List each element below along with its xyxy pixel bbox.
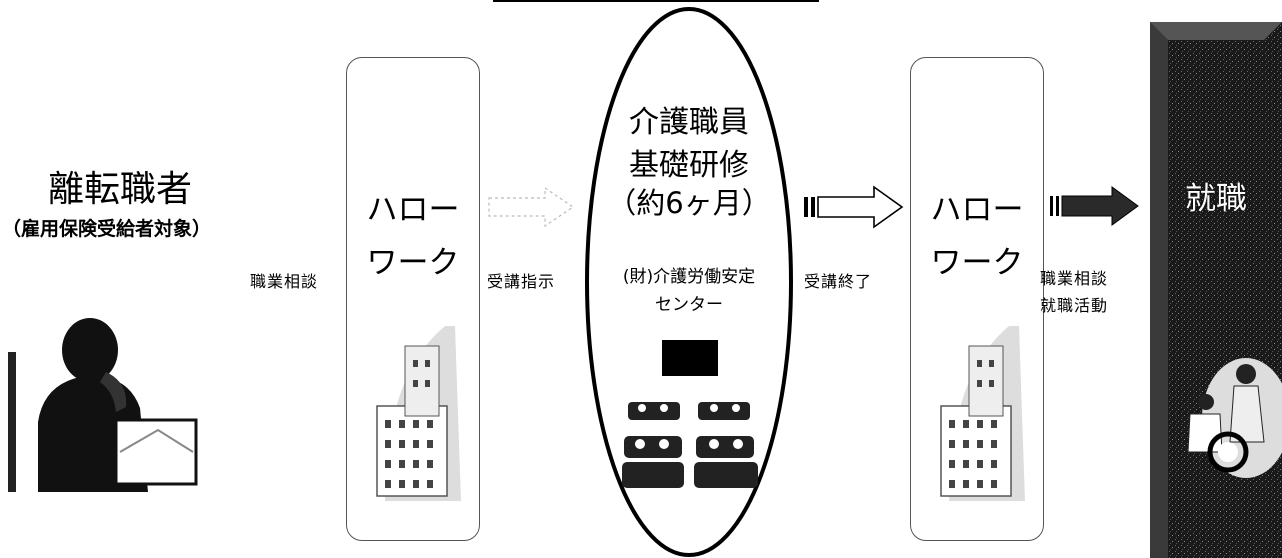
employment-label: 就職	[1185, 181, 1247, 217]
employment-panel	[1150, 22, 1282, 558]
care-worker-icon	[1187, 358, 1282, 478]
hello-work-line2: ワーク	[366, 245, 460, 281]
label-job-activity: 職業相談 就職活動	[1040, 265, 1108, 319]
training-duration: （約6ヶ月）	[607, 186, 771, 220]
arrow-right-icon	[488, 186, 575, 228]
hello-work-box-2: ハロー ワーク	[910, 57, 1044, 541]
arrow-right-icon	[1050, 186, 1139, 226]
hello-work-line1: ハロー	[366, 192, 460, 228]
label-instruct: 受講指示	[487, 272, 556, 291]
training-title-line1: 介護職員	[629, 105, 749, 140]
person-phone-icon	[8, 312, 198, 492]
hello-work-box-1: ハロー ワーク	[346, 57, 480, 541]
label-job-search: 就職活動	[1040, 296, 1109, 315]
training-org-line2: センター	[655, 295, 723, 315]
label-finish: 受講終了	[804, 272, 873, 291]
building-icon	[376, 326, 461, 501]
person-subtitle: （雇用保険受給者対象）	[2, 218, 212, 240]
person-title: 離転職者	[48, 169, 193, 210]
top-rule	[493, 0, 819, 2]
classroom-icon	[622, 340, 758, 488]
hello-work-line1: ハロー	[930, 192, 1024, 228]
training-title-line2: 基礎研修	[629, 148, 749, 183]
label-consult: 職業相談	[250, 272, 319, 291]
training-org-line1: (財)介護労働安定	[622, 267, 756, 287]
building-icon	[940, 326, 1025, 501]
arrow-right-icon	[804, 185, 904, 229]
hello-work-line2: ワーク	[930, 245, 1024, 281]
label-job-consult: 職業相談	[1040, 269, 1109, 288]
